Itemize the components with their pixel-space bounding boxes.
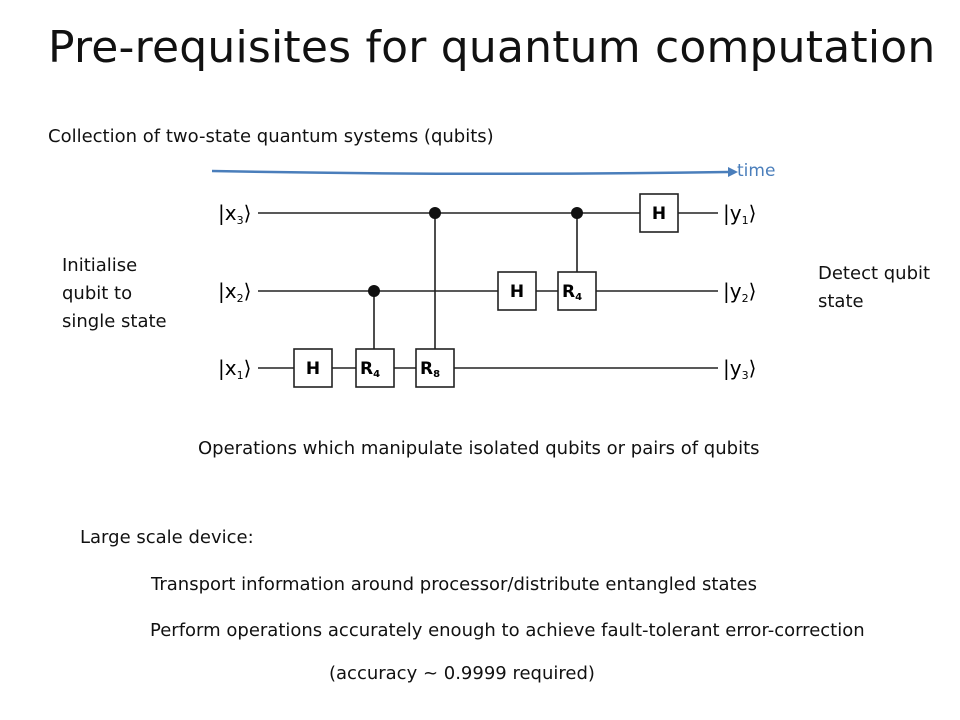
requirement-transport: Transport information around processor/d… [151, 574, 758, 595]
time-arrow [211, 167, 738, 177]
gate-label: R4 [562, 282, 582, 303]
gate-r4-mid [557, 271, 597, 311]
output-ket-y3: |y3⟩ [723, 356, 756, 382]
gate-r8-bottom [415, 348, 455, 388]
input-ket-x3: |x3⟩ [218, 201, 251, 227]
circuit-wires [258, 212, 718, 369]
output-ket-y1: |y1⟩ [723, 201, 756, 227]
gate-label: H [510, 282, 524, 302]
operations-note: Operations which manipulate isolated qub… [198, 438, 760, 459]
initialise-note: Initialise qubit to single state [62, 255, 167, 332]
time-label: time [737, 161, 776, 181]
gate-label: R4 [360, 359, 380, 380]
control-dot [368, 285, 380, 297]
gate-r4-bottom [355, 348, 395, 388]
gate-h-top [639, 193, 679, 233]
page-title: Pre-requisites for quantum computation [48, 22, 936, 73]
subtitle: Collection of two-state quantum systems … [48, 126, 494, 147]
control-dot [571, 207, 583, 219]
gate-label: H [306, 359, 320, 379]
gate-h-bottom [293, 348, 333, 388]
accuracy-note: (accuracy ~ 0.9999 required) [329, 663, 595, 684]
large-scale-heading: Large scale device: [80, 527, 254, 548]
control-dot [429, 207, 441, 219]
output-ket-y2: |y2⟩ [723, 279, 756, 305]
detect-note: Detect qubit state [818, 263, 931, 312]
gate-label: R8 [420, 359, 440, 380]
requirement-accuracy: Perform operations accurately enough to … [150, 620, 865, 641]
input-ket-x2: |x2⟩ [218, 279, 251, 305]
gate-h-mid [497, 271, 537, 311]
gate-label: H [652, 204, 666, 224]
input-ket-x1: |x1⟩ [218, 356, 251, 382]
